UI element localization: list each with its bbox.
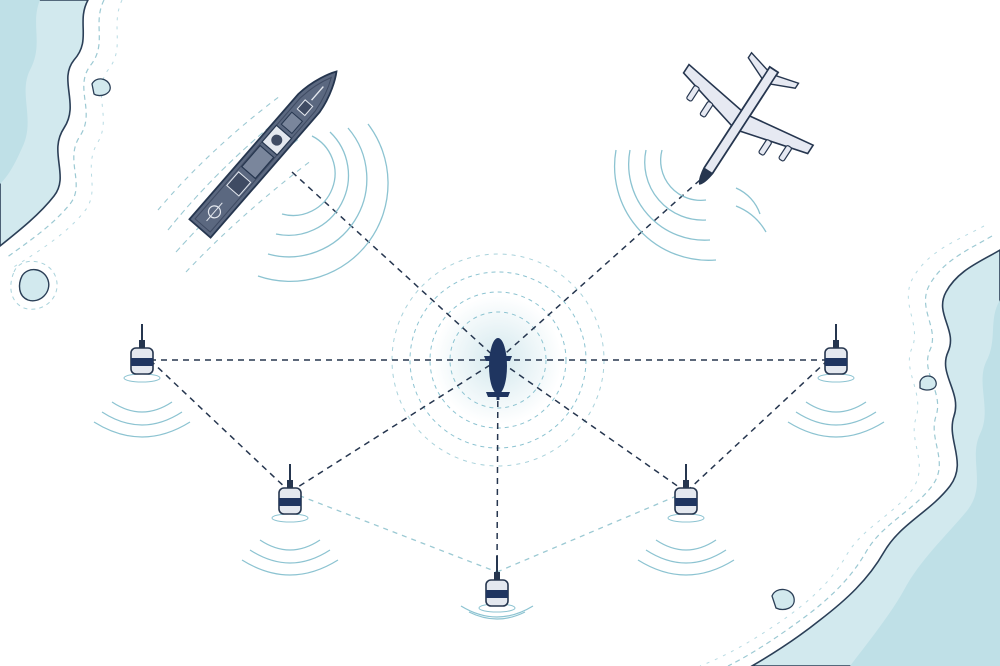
coastline-northwest (0, 0, 123, 310)
islet-west-foam (10, 260, 58, 310)
submarine-icon (484, 338, 512, 400)
coastline-southeast (699, 225, 1000, 666)
submarine[interactable] (484, 338, 512, 400)
islet-north (91, 78, 111, 97)
buoy-icon (478, 556, 516, 613)
sonar-ring-1 (449, 311, 547, 409)
islet-southeast (771, 588, 795, 611)
link-buoy-south-to-buoy-southeast (496, 491, 687, 573)
communication-links (149, 171, 829, 573)
buoy-south-ripples (460, 605, 534, 620)
buoy-icon (667, 464, 705, 523)
buoy-east[interactable] (787, 324, 885, 438)
islet-west (18, 269, 50, 302)
link-buoy-southwest-to-buoy-south (289, 491, 498, 573)
ship-icon (188, 70, 338, 239)
buoy-southeast-ripples (637, 539, 735, 576)
surface-ship[interactable] (157, 62, 389, 283)
link-buoy-east-to-buoy-southeast (685, 359, 829, 493)
link-ship-to-submarine (291, 171, 499, 361)
patrol-aircraft[interactable] (613, 28, 838, 261)
ship-wake (157, 95, 313, 273)
buoy-southwest-ripples (241, 539, 339, 576)
buoy-icon (123, 324, 161, 383)
aircraft-icon (682, 51, 815, 185)
link-buoy-southeast-to-submarine (497, 359, 687, 493)
buoy-southwest[interactable] (241, 464, 339, 576)
buoy-west[interactable] (93, 324, 191, 438)
coast-foam-southeast (727, 235, 993, 666)
coast-shallows-northwest (0, 0, 40, 184)
link-aircraft-to-submarine (497, 179, 701, 361)
ship-sonar-waves (257, 123, 389, 283)
link-buoy-west-to-buoy-southwest (149, 359, 291, 493)
buoy-southeast[interactable] (637, 464, 735, 576)
buoy-east-ripples (787, 401, 885, 438)
buoy-south[interactable] (460, 556, 534, 620)
link-buoy-southwest-to-submarine (289, 359, 499, 493)
coast-foam-southeast-2 (699, 225, 985, 666)
buoy-icon (271, 464, 309, 523)
islet-east (919, 375, 937, 391)
buoy-west-ripples (93, 401, 191, 438)
coast-foam-northwest (5, 0, 105, 259)
aircraft-sonar-waves (613, 149, 767, 261)
buoy-icon (817, 324, 855, 383)
coast-shallows-southeast (850, 300, 1000, 666)
